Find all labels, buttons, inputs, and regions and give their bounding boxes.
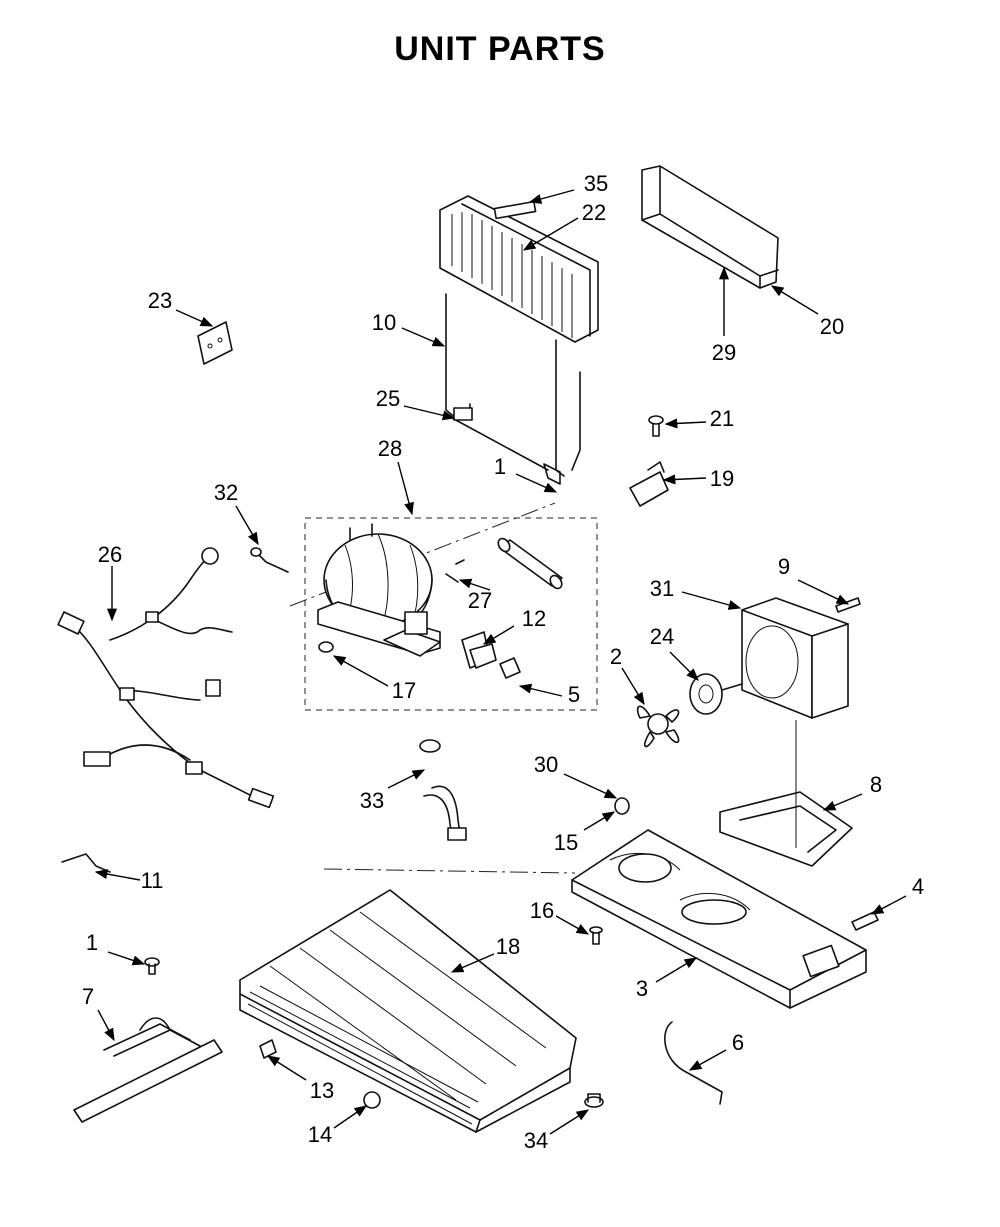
callout-9: 9 (778, 554, 790, 579)
part-10-tube (445, 293, 581, 485)
part-26-harness (57, 547, 275, 809)
callout-29: 29 (712, 340, 736, 365)
callout-28: 28 (378, 436, 402, 461)
callout-11: 11 (141, 868, 164, 893)
page-title: UNIT PARTS (394, 30, 605, 68)
part-19-clip (629, 461, 669, 507)
callout-1a: 1 (494, 454, 506, 479)
callout-34: 34 (524, 1128, 548, 1153)
part-33-drain-tube (419, 739, 467, 841)
part-24-fan-motor (689, 673, 743, 715)
part-14-cap (363, 1091, 381, 1109)
part-8-tray (719, 720, 853, 867)
callout-27: 27 (468, 588, 492, 613)
part-22-condenser (439, 195, 599, 343)
part-31-fan-shroud (741, 597, 849, 719)
callout-18: 18 (496, 934, 520, 959)
callout-20: 20 (820, 314, 844, 339)
part-23-bracket (197, 321, 233, 365)
callout-4: 4 (912, 874, 924, 899)
part-3-base-plate (571, 829, 867, 1009)
callout-13: 13 (310, 1078, 334, 1103)
callout-35: 35 (584, 171, 608, 196)
callout-7: 7 (82, 984, 94, 1009)
callout-1b: 1 (86, 930, 98, 955)
part-17-grommet (318, 641, 334, 653)
callout-26: 26 (98, 542, 122, 567)
compressor-assembly-box (304, 517, 598, 711)
callout-12: 12 (522, 606, 546, 631)
part-18-condenser-lower (239, 889, 577, 1133)
part-32-wire (250, 547, 289, 573)
part-34-grommet (584, 1093, 604, 1108)
part-12-relay (461, 631, 521, 679)
callout-16: 16 (530, 898, 554, 923)
centerline-2 (323, 868, 576, 874)
callout-14: 14 (308, 1122, 332, 1147)
part-7-bracket (73, 1017, 223, 1123)
callout-8: 8 (870, 772, 882, 797)
part-21-screw (648, 415, 664, 437)
part-27-drier (445, 537, 563, 590)
part-13-clip (259, 1039, 277, 1059)
leader-lines (94, 189, 907, 1135)
callout-22: 22 (582, 200, 606, 225)
callout-33: 33 (360, 788, 384, 813)
callout-numbers: 35 22 20 29 23 10 25 1 28 21 19 32 26 27… (82, 171, 924, 1153)
part-6-tube (664, 1021, 723, 1105)
callout-17: 17 (392, 678, 416, 703)
callout-10: 10 (372, 310, 396, 335)
callout-25: 25 (376, 386, 400, 411)
part-16-screw (589, 926, 603, 945)
part-11-clip (61, 853, 111, 873)
part-2-fan-blade (636, 705, 680, 748)
callout-5: 5 (568, 682, 580, 707)
callout-6: 6 (732, 1030, 744, 1055)
part-9-screw (835, 597, 861, 613)
part-20-cover (641, 165, 779, 289)
part-28-compressor (317, 523, 441, 657)
callout-32: 32 (214, 480, 238, 505)
callout-19: 19 (710, 466, 734, 491)
callout-3: 3 (636, 976, 648, 1001)
part-4-bolt (851, 911, 879, 931)
callout-30: 30 (534, 752, 558, 777)
callout-24: 24 (650, 624, 674, 649)
callout-21: 21 (710, 406, 734, 431)
callout-2: 2 (610, 644, 622, 669)
callout-31: 31 (650, 576, 674, 601)
callout-15: 15 (554, 830, 578, 855)
part-1-screw-lower (144, 957, 160, 975)
callout-23: 23 (148, 288, 172, 313)
part-15-grommet (614, 797, 630, 815)
